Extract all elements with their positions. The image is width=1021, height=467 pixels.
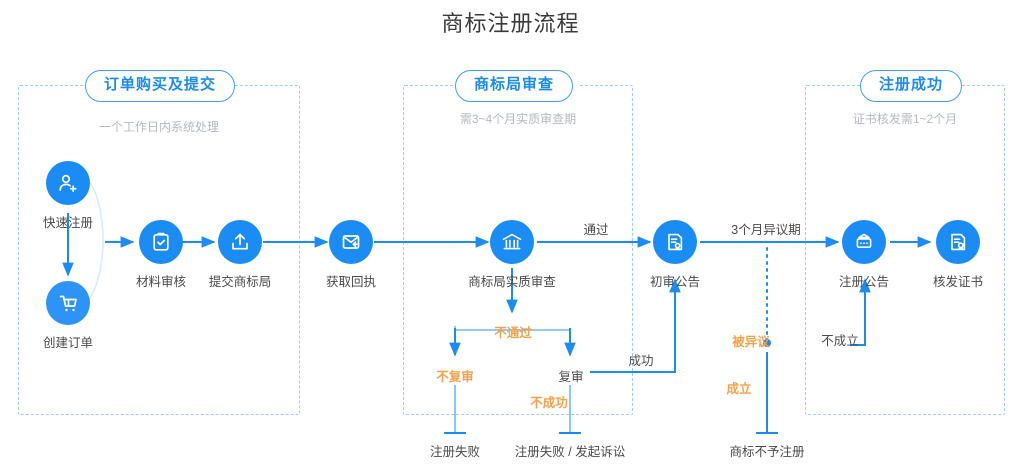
node-label-issue-certificate: 核发证书 [932, 275, 983, 289]
edge-label-pass: 通过 [583, 223, 609, 237]
node-submit-office[interactable] [218, 220, 262, 264]
panel-badge-order: 订单购买及提交 [85, 70, 236, 102]
shopping-cart-icon [56, 291, 80, 315]
panel-subtitle-review: 需3~4个月实质审查期 [459, 112, 577, 126]
node-get-receipt[interactable] [329, 220, 373, 264]
edge-label-successful: 成功 [628, 354, 654, 368]
panel-subtitle-success: 证书核发需1~2个月 [852, 112, 958, 126]
institution-icon [500, 230, 524, 254]
panel-subtitle-order: 一个工作日内系统处理 [98, 120, 219, 134]
edge-label-established: 成立 [726, 382, 752, 396]
terminal-registration-failed-litigation: 注册失败 / 发起诉讼 [514, 445, 626, 459]
node-label-submit-office: 提交商标局 [208, 275, 272, 289]
upload-box-icon [228, 230, 252, 254]
page-title: 商标注册流程 [441, 11, 580, 36]
node-issue-certificate[interactable] [936, 220, 980, 264]
terminal-registration-failed: 注册失败 [429, 445, 480, 459]
envelope-reply-icon [339, 230, 363, 254]
clipboard-check-icon [149, 230, 173, 254]
node-label-create-order: 创建订单 [42, 336, 93, 350]
edge-label-no-reexamine: 不复审 [436, 370, 474, 384]
node-label-registration-announcement: 注册公告 [838, 275, 889, 289]
node-substantive-review[interactable] [490, 220, 534, 264]
edge-label-not-pass: 不通过 [494, 326, 532, 340]
user-plus-icon [56, 171, 80, 195]
edge-label-opposition-period: 3个月异议期 [731, 223, 801, 237]
node-label-get-receipt: 获取回执 [325, 275, 376, 289]
document-stamp-icon [663, 230, 687, 254]
node-label-preliminary-announcement: 初审公告 [649, 275, 700, 289]
node-quick-register[interactable] [46, 161, 90, 205]
node-label-substantive-review: 商标局实质审查 [468, 275, 556, 289]
panel-badge-success: 注册成功 [860, 70, 963, 102]
edge-label-reexamine: 复审 [558, 370, 584, 384]
node-registration-announcement[interactable] [842, 220, 886, 264]
node-preliminary-announcement[interactable] [653, 220, 697, 264]
edge-label-opposed: 被异议 [732, 335, 770, 349]
node-label-quick-register: 快速注册 [42, 216, 93, 230]
node-label-material-review: 材料审核 [135, 275, 186, 289]
edge-label-not-established: 不成立 [821, 334, 859, 348]
certificate-icon [946, 230, 970, 254]
node-create-order[interactable] [46, 281, 90, 325]
edge-label-not-successful: 不成功 [530, 396, 568, 410]
node-material-review[interactable] [139, 220, 183, 264]
terminal-trademark-refused: 商标不予注册 [729, 445, 805, 459]
announcement-board-icon [852, 230, 876, 254]
panel-badge-review: 商标局审查 [455, 70, 574, 102]
